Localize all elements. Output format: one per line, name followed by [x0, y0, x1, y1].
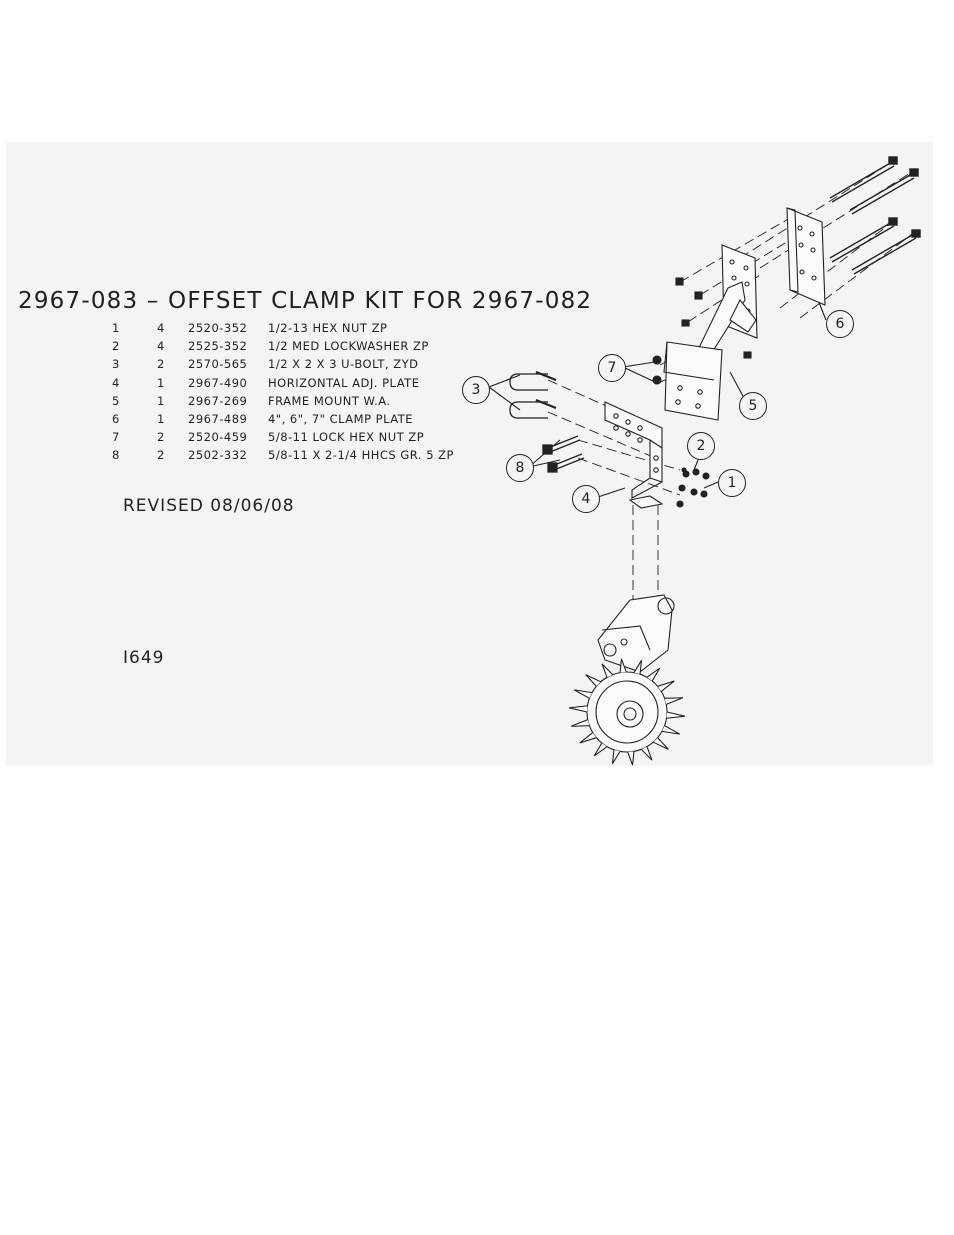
wheel-spike	[619, 658, 627, 673]
part-description: 4", 6", 7" CLAMP PLATE	[268, 412, 414, 426]
hex-bolts-8	[542, 435, 585, 473]
wheel-spike	[664, 697, 684, 705]
callout-7: 7	[598, 354, 626, 382]
item-number: 1	[112, 321, 120, 335]
part-number: 2570-565	[188, 357, 248, 372]
callout-1: 1	[718, 469, 746, 497]
item-number: 6	[112, 412, 120, 426]
part-number: 2967-490	[188, 375, 248, 390]
callout-8: 8	[506, 454, 534, 482]
wheel-spike	[570, 719, 590, 727]
quantity: 4	[157, 339, 165, 354]
callout-5: 5	[739, 392, 767, 420]
wheel-spike	[661, 725, 681, 735]
quantity: 2	[157, 430, 165, 445]
part-description: 5/8-11 X 2-1/4 HHCS GR. 5 ZP	[268, 448, 454, 463]
item-number: 3	[112, 357, 120, 372]
wheel-spike	[585, 674, 601, 687]
nuts-lockwashers-1-2	[676, 467, 710, 508]
callout-6: 6	[826, 310, 854, 338]
part-number: 2520-459	[188, 430, 248, 445]
long-bolts	[829, 156, 921, 275]
wheel-spike	[601, 663, 614, 678]
revision-date: REVISED 08/06/08	[123, 496, 295, 516]
callout-3: 3	[462, 376, 490, 404]
drawing-number: I649	[123, 648, 165, 668]
spiked-wheel	[569, 658, 685, 766]
wheel-spike	[640, 746, 653, 761]
item-number: 4	[112, 375, 120, 390]
callout-2: 2	[687, 432, 715, 460]
wheel-spike	[593, 742, 608, 757]
part-number: 2967-489	[188, 412, 248, 426]
wheel-spike	[573, 689, 593, 699]
part-number: 2520-352	[188, 321, 248, 335]
lock-nuts-7	[652, 355, 662, 385]
wheel-spike	[627, 751, 635, 766]
wheel-spike	[611, 749, 621, 764]
quantity: 2	[157, 448, 165, 463]
item-number: 8	[112, 448, 120, 463]
u-bolts-3	[509, 370, 557, 419]
part-number: 2502-332	[188, 448, 248, 463]
wheel-spike	[657, 680, 675, 692]
frame-mount-5	[663, 281, 757, 421]
callout-4: 4	[572, 485, 600, 513]
wheel-spike	[633, 660, 643, 675]
alignment-dashes	[547, 159, 916, 600]
nuts-plate-6	[675, 277, 752, 359]
horizontal-adj-plate-4	[604, 401, 663, 499]
quantity: 1	[157, 393, 165, 408]
part-description: 1/2 MED LOCKWASHER ZP	[268, 339, 429, 354]
item-number: 7	[112, 430, 120, 445]
drawing-sheet	[6, 142, 933, 766]
wheel-hub-assembly	[597, 594, 675, 673]
part-description: 5/8-11 LOCK HEX NUT ZP	[268, 430, 425, 445]
item-number: 5	[112, 393, 120, 408]
item-number: 2	[112, 339, 120, 354]
part-number: 2525-352	[188, 339, 248, 354]
quantity: 2	[157, 357, 165, 372]
wheel-spike	[579, 732, 597, 744]
wheel-spike	[569, 705, 588, 713]
wheel-spike	[646, 667, 661, 682]
clamp-plate-6	[786, 207, 826, 306]
wheel-spike	[666, 711, 685, 719]
part-description: 1/2 X 2 X 3 U-BOLT, ZYD	[268, 357, 419, 372]
quantity: 1	[157, 412, 165, 426]
page-title: 2967-083 – OFFSET CLAMP KIT FOR 2967-082	[18, 288, 593, 314]
quantity: 4	[157, 321, 165, 335]
part-description: 1/2-13 HEX NUT ZP	[268, 321, 388, 335]
part-description: FRAME MOUNT W.A.	[268, 393, 391, 408]
wheel-spike	[653, 737, 669, 750]
part-description: HORIZONTAL ADJ. PLATE	[268, 375, 420, 390]
part-number: 2967-269	[188, 393, 248, 408]
quantity: 1	[157, 375, 165, 390]
